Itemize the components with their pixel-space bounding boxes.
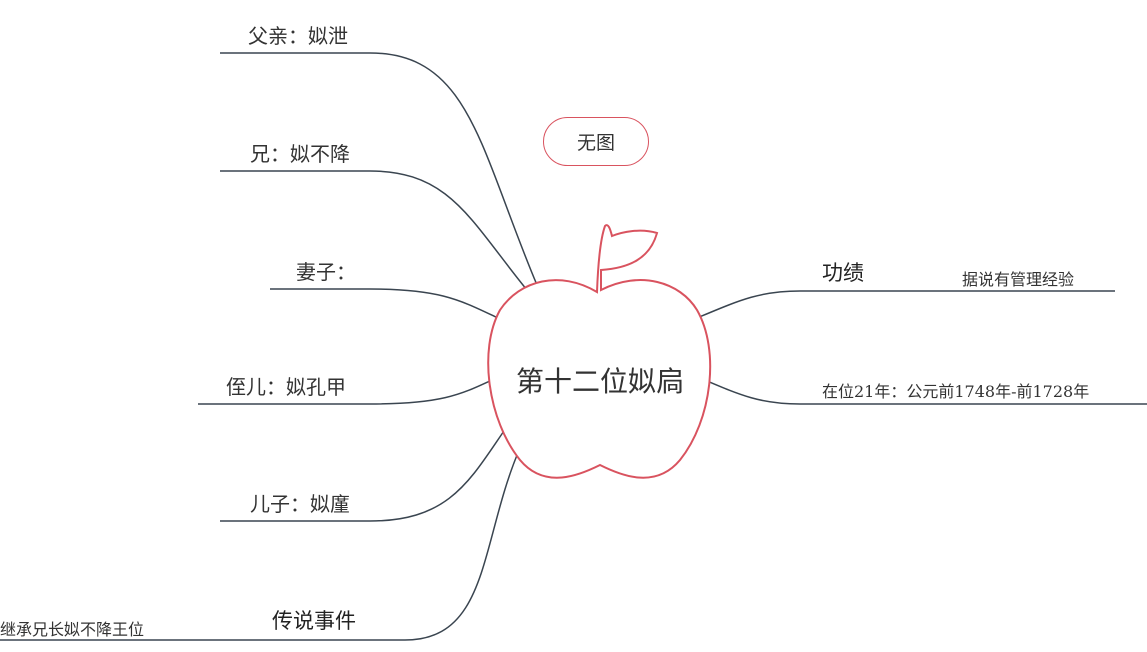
topic-father[interactable]: 父亲：姒泄 bbox=[248, 24, 348, 48]
topic-reign[interactable]: 在位21年：公元前1748年-前1728年 bbox=[822, 382, 1090, 401]
branch-line-brother bbox=[220, 170, 528, 291]
branch-line-wife bbox=[270, 288, 499, 319]
floating-topic-no-image[interactable]: 无图 bbox=[543, 117, 649, 166]
topic-son[interactable]: 儿子：姒廑 bbox=[250, 492, 350, 516]
branch-line-son bbox=[220, 427, 507, 522]
topic-legend[interactable]: 传说事件 bbox=[272, 609, 356, 633]
subtopic-legend-succession[interactable]: 继承兄长姒不降王位 bbox=[0, 620, 145, 639]
central-topic[interactable]: 第十二位姒扃 bbox=[515, 365, 684, 398]
topic-wife[interactable]: 妻子： bbox=[296, 260, 356, 284]
topic-nephew[interactable]: 侄儿：姒孔甲 bbox=[226, 375, 346, 399]
topic-brother[interactable]: 兄：姒不降 bbox=[250, 142, 350, 166]
subtopic-achievement-management[interactable]: 据说有管理经验 bbox=[962, 270, 1075, 289]
branch-line-nephew bbox=[198, 379, 493, 405]
branch-line-father bbox=[220, 52, 538, 286]
apple-shape bbox=[487, 224, 712, 479]
branch-line-legend bbox=[0, 447, 521, 641]
topic-achievement[interactable]: 功绩 bbox=[822, 261, 864, 285]
branch-line-reign bbox=[699, 377, 1147, 405]
branch-line-achievement bbox=[696, 290, 1115, 319]
